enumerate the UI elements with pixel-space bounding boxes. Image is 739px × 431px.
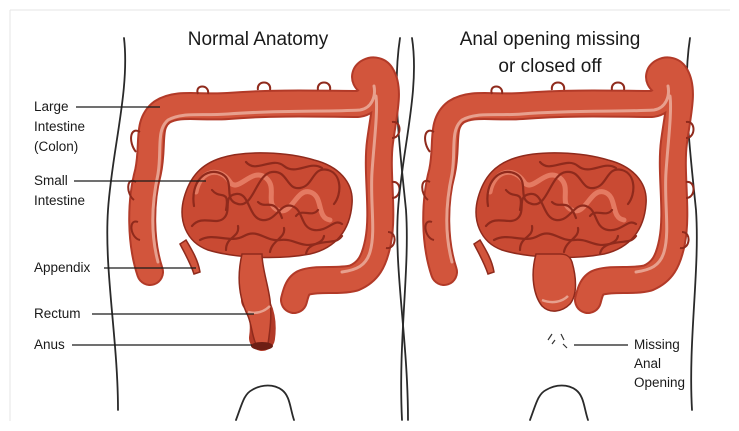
label-appendix: Appendix xyxy=(34,260,196,275)
left-panel: Normal Anatomy Large Intestine (Colon) S… xyxy=(34,29,407,420)
label-rectum-text: Rectum xyxy=(34,306,81,321)
left-title: Normal Anatomy xyxy=(188,29,329,50)
right-appendix xyxy=(474,240,494,274)
label-appendix-text: Appendix xyxy=(34,260,91,275)
label-rectum: Rectum xyxy=(34,306,254,321)
label-anus: Anus xyxy=(34,337,252,352)
label-small-intestine-line2: Intestine xyxy=(34,193,85,208)
label-small-intestine-line1: Small xyxy=(34,173,68,188)
left-rectum xyxy=(239,254,271,344)
label-missing-line2: Anal xyxy=(634,356,661,371)
label-missing-line1: Missing xyxy=(634,337,680,352)
right-panel: Anal opening missing or closed off Missi… xyxy=(397,29,697,420)
missing-anal-opening-mark xyxy=(548,334,567,348)
right-title-line2: or closed off xyxy=(498,56,602,77)
right-leg-outline xyxy=(530,386,588,421)
label-large-intestine-line3: (Colon) xyxy=(34,139,78,154)
left-small-intestine xyxy=(182,153,352,258)
left-torso-outline-left xyxy=(107,38,125,410)
label-anus-text: Anus xyxy=(34,337,65,352)
label-large-intestine-line1: Large xyxy=(34,99,69,114)
label-missing-anal-opening: Missing Anal Opening xyxy=(574,337,685,390)
right-small-intestine xyxy=(476,153,646,258)
label-missing-line3: Opening xyxy=(634,375,685,390)
left-leg-outline xyxy=(236,386,294,421)
left-anus xyxy=(251,342,273,350)
label-small-intestine: Small Intestine xyxy=(34,173,206,208)
right-title-line1: Anal opening missing xyxy=(460,29,641,50)
label-large-intestine-line2: Intestine xyxy=(34,119,85,134)
left-appendix xyxy=(180,240,200,274)
